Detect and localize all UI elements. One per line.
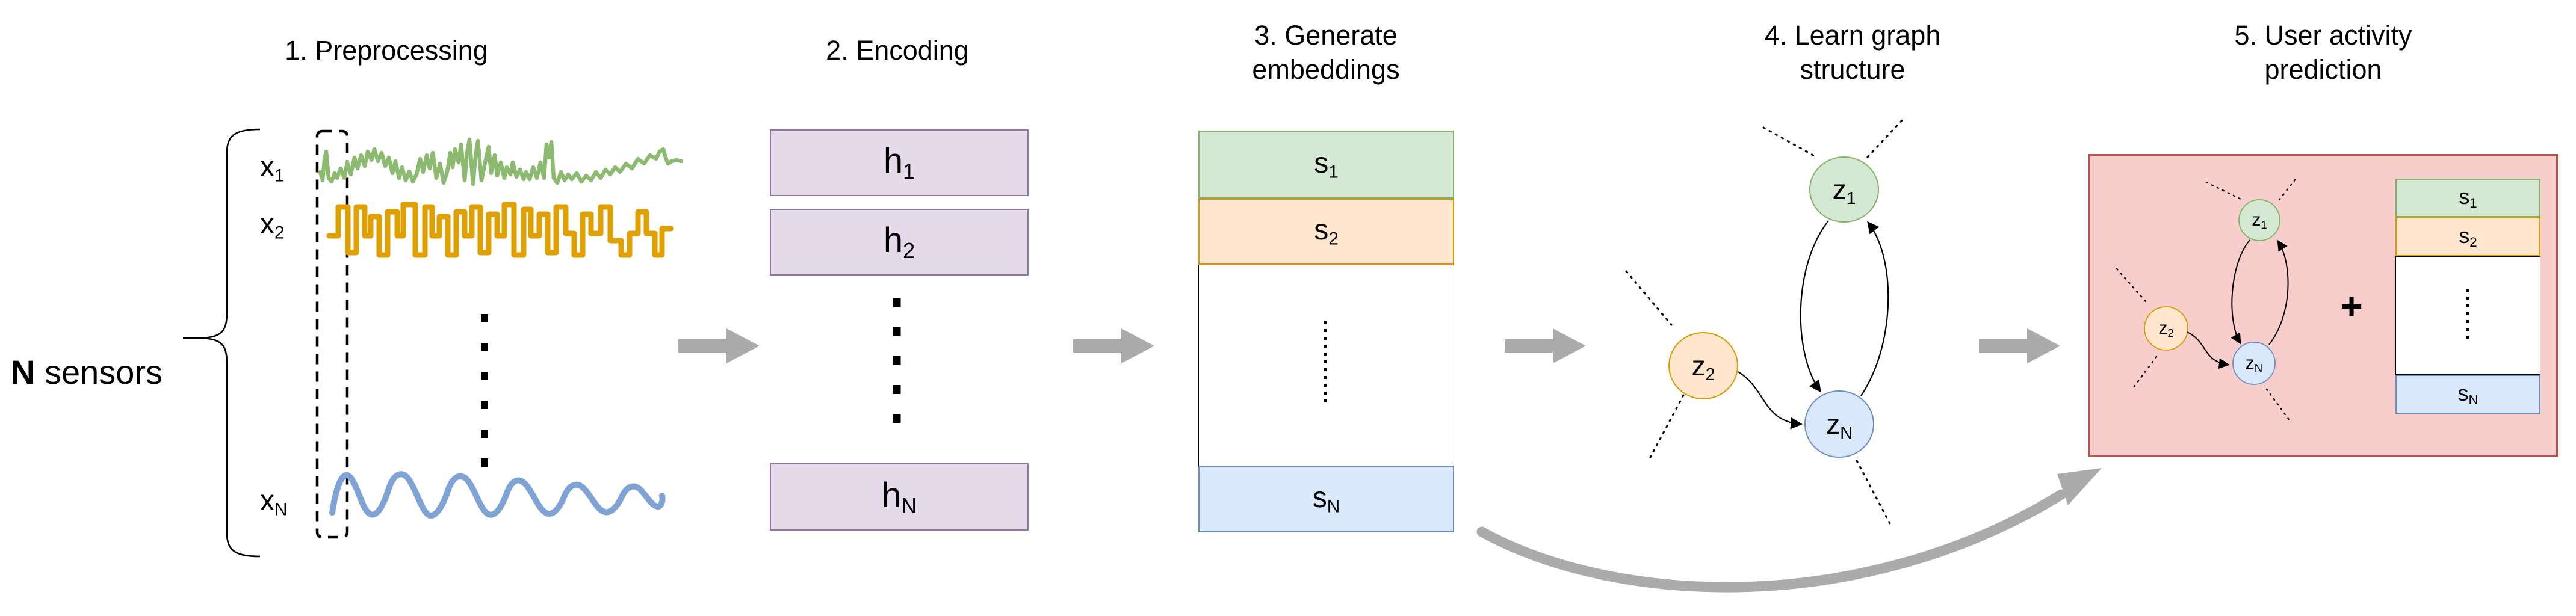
prediction-row-middle [2395,256,2540,375]
embedding-row-sN-label: sN [1312,482,1340,517]
prediction-row-s2: s2 [2395,217,2540,256]
encoding-box-hN-label: hN [881,475,917,519]
encoding-box-h1: h1 [770,129,1029,196]
embedding-row-sN: sN [1198,466,1454,532]
prediction-row-sN-label: sN [2457,380,2478,408]
embedding-row-s1: s1 [1198,131,1454,199]
encoding-box-h2-label: h2 [883,221,915,263]
encoding-box-hN: hN [770,463,1029,531]
embedding-row-s2-label: s2 [1314,214,1339,249]
prediction-row-s1: s1 [2395,179,2540,217]
embedding-row-s1-label: s1 [1314,147,1339,182]
prediction-row-s1-label: s1 [2459,184,2477,211]
embedding-row-middle [1198,265,1454,466]
encoding-box-h1-label: h1 [883,141,915,184]
prediction-row-sN: sN [2395,375,2540,414]
embedding-row-s2: s2 [1198,199,1454,265]
prediction-row-s2-label: s2 [2459,223,2477,250]
encoding-box-h2: h2 [770,209,1029,276]
